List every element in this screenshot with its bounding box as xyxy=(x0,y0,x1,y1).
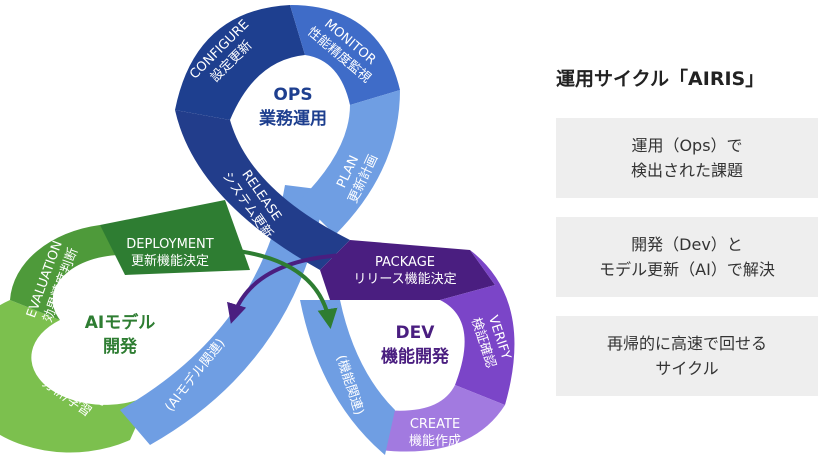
card-line: 運用（Ops）で xyxy=(631,136,743,155)
card-line: サイクル xyxy=(655,359,719,378)
verify-segment xyxy=(440,250,515,405)
ai-to-dev-arrow xyxy=(229,248,338,329)
recursive-cycle-card: 再帰的に高速で回せる サイクル xyxy=(556,316,818,396)
card-line: 開発（Dev）と xyxy=(631,235,743,254)
cycle-title: 運用サイクル「AIRIS」 xyxy=(556,68,765,90)
ops-center-title: OPS xyxy=(273,85,312,105)
package-segment xyxy=(320,240,495,300)
release-segment xyxy=(175,110,350,270)
package-sub-label: リリース機能決定 xyxy=(353,272,456,287)
dev-ai-solution-card: 開発（Dev）と モデル更新（AI）で解決 xyxy=(556,217,818,297)
card-line: 再帰的に高速で回せる xyxy=(606,334,767,353)
create-sub-label: 機能作成 xyxy=(409,434,461,449)
modeling-segment xyxy=(0,300,150,453)
ai-center-subtitle: 開発 xyxy=(103,336,138,357)
ai-link-band xyxy=(120,185,325,445)
card-line: モデル更新（AI）で解決 xyxy=(599,260,775,279)
dev-center-subtitle: 機能開発 xyxy=(381,346,450,367)
monitor-segment xyxy=(290,5,400,105)
airis-cycle-diagram: CONFIGURE 設定更新 MONITOR 性能精度監視 PLAN 更新計画 … xyxy=(0,5,515,455)
package-label: PACKAGE xyxy=(375,255,435,270)
configure-segment xyxy=(175,5,305,120)
deployment-segment xyxy=(100,200,250,275)
ops-center-subtitle: 業務運用 xyxy=(259,108,327,129)
dev-center-title: DEV xyxy=(396,323,436,343)
ops-issue-card: 運用（Ops）で 検出された課題 xyxy=(556,118,818,198)
deployment-label: DEPLOYMENT xyxy=(126,237,213,252)
plan-segment xyxy=(300,90,400,235)
deployment-sub-label: 更新機能決定 xyxy=(131,253,209,269)
ai-center-title: AIモデル xyxy=(85,312,155,333)
card-line: 検出された課題 xyxy=(630,161,743,180)
dev-link-band xyxy=(300,300,395,455)
dev-to-ai-arrow xyxy=(227,253,346,324)
create-label: CREATE xyxy=(410,417,460,432)
create-segment xyxy=(380,385,505,452)
evaluation-segment xyxy=(10,225,125,320)
